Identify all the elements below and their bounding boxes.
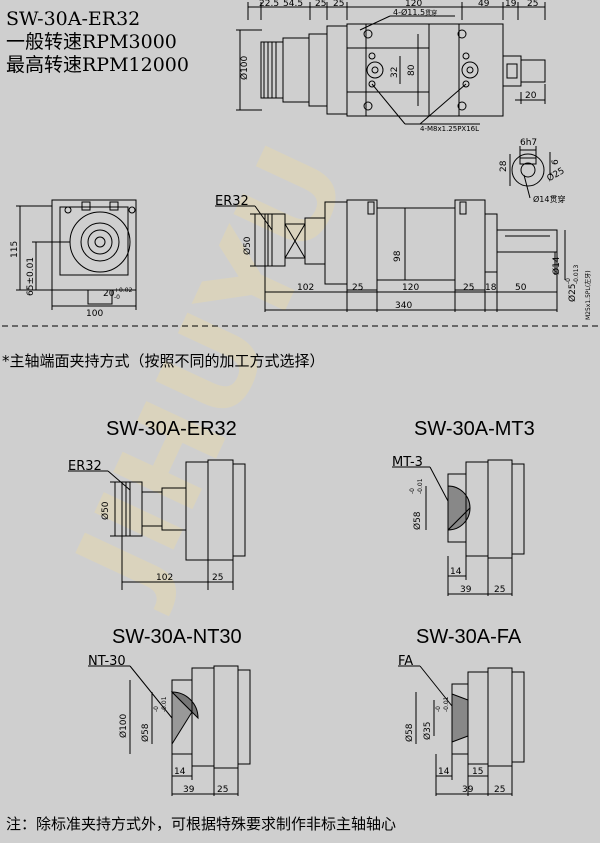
er32-l1: 102	[156, 573, 173, 583]
mt3-l14: 14	[450, 567, 462, 577]
top-dim-25c: 25	[527, 0, 538, 9]
nt30-l14: 14	[174, 767, 186, 777]
header: SW-30A-ER32 一般转速RPM3000 最高转速RPM12000	[6, 8, 189, 77]
nt30-tol-low: -0.01	[161, 696, 168, 712]
variant-title-mt3: SW-30A-MT3	[414, 418, 535, 440]
mt3-tol-up: -0	[409, 488, 416, 494]
section-title: *主轴端面夹持方式（按照不同的加工方式选择）	[2, 352, 325, 370]
fa-l14: 14	[438, 767, 450, 777]
top-view: 22.5 54.5 25 25 120 49 19 25 Ø100	[236, 0, 546, 133]
key-width: 6h7	[520, 138, 537, 148]
nt30-l1: 39	[183, 785, 195, 795]
nt30-label: NT-30	[88, 654, 126, 669]
rated-speed: 一般转速RPM3000	[6, 31, 177, 53]
er32-dia: Ø50	[100, 501, 111, 520]
key-hole: Ø14贯穿	[533, 194, 565, 204]
top-dim-20: 20	[525, 91, 537, 101]
variant-nt30: NT-30 Ø100 Ø58 -0 -0.01 14 39 25	[88, 654, 251, 796]
nt30-l2: 25	[217, 785, 228, 795]
front-w100: 100	[86, 309, 103, 319]
variant-mt3: MT-3 Ø58 -0 -0.01 14 39 25	[392, 455, 525, 596]
side-l18: 18	[485, 283, 497, 293]
hole-note-value: 4-Ø11.5	[393, 7, 425, 17]
fa-l1: 39	[462, 785, 474, 795]
footer-note: 注：除标准夹持方式外，可根据特殊要求制作非标主轴轴心	[6, 815, 397, 833]
variant-fa: FA Ø58 Ø35 -0 -0.01 14 15 39 25	[398, 654, 525, 796]
key-detail: 6h7 28 6 Ø25 Ø14贯穿	[499, 138, 566, 204]
fa-dia58: Ø58	[404, 723, 415, 742]
front-view: 115 65±0.01 20 +0.02 -0 100	[10, 199, 137, 319]
mt3-l2: 25	[494, 585, 505, 595]
side-d25-tol-up: -0	[565, 278, 572, 284]
top-dim-49: 49	[478, 0, 490, 9]
front-tol-up: +0.02	[114, 287, 133, 294]
side-er32: ER32	[215, 194, 249, 209]
key-d28: 28	[499, 160, 509, 172]
thread-note: 4-M8x1.25PX16L	[420, 125, 479, 133]
top-dim-22-5: 22.5	[259, 0, 279, 9]
variant-title-nt30: SW-30A-NT30	[112, 626, 242, 648]
front-w20: 20	[103, 289, 115, 299]
fa-l2: 25	[494, 785, 505, 795]
fa-dia35: Ø35	[422, 721, 433, 740]
top-dim-25a: 25	[315, 0, 326, 9]
side-d25-tol-low: -0.013	[573, 264, 580, 284]
side-l25b: 25	[463, 283, 474, 293]
hole-note-suffix: 贯穿	[425, 9, 437, 17]
side-d25: Ø25	[567, 283, 578, 302]
variant-title-er32: SW-30A-ER32	[106, 418, 237, 440]
front-h115: 115	[10, 241, 20, 258]
side-l25a: 25	[352, 283, 363, 293]
er32-l2: 25	[212, 573, 223, 583]
top-dim-32: 32	[390, 67, 400, 78]
fa-label: FA	[398, 654, 413, 669]
model-title: SW-30A-ER32	[6, 8, 141, 30]
top-dim-80: 80	[407, 64, 417, 76]
side-view: ER32 Ø50 98 Ø14 Ø25 -0 -0.013 M25x1.5PL(…	[215, 194, 592, 320]
side-thread: M25x1.5PL(左牙)	[584, 270, 592, 320]
mt3-tol-low: -0.01	[417, 478, 424, 494]
hole-note: 4-Ø11.5贯穿	[393, 7, 437, 17]
fa-l15: 15	[472, 767, 483, 777]
side-total: 340	[395, 301, 412, 311]
mt3-dia: Ø58	[412, 511, 423, 530]
side-l120: 120	[402, 283, 419, 293]
top-dim-54-5: 54.5	[283, 0, 303, 9]
er32-label: ER32	[68, 459, 102, 474]
side-l50: 50	[515, 283, 527, 293]
nt30-tol-up: -0	[153, 706, 160, 712]
fa-tol-up: -0	[435, 706, 442, 712]
front-tol-low: -0	[114, 294, 120, 301]
nt30-dia100: Ø100	[118, 713, 129, 738]
front-h65: 65±0.01	[26, 257, 36, 296]
max-speed: 最高转速RPM12000	[6, 54, 189, 76]
side-l102: 102	[297, 283, 314, 293]
fa-tol-low: -0.01	[443, 696, 450, 712]
mt3-label: MT-3	[392, 455, 423, 470]
side-d98: 98	[393, 250, 403, 262]
key-d6: 6	[551, 159, 561, 165]
top-dim-25b: 25	[333, 0, 344, 9]
top-dia-100: Ø100	[239, 55, 250, 80]
mt3-l1: 39	[460, 585, 472, 595]
top-dim-19: 19	[505, 0, 517, 9]
variant-title-fa: SW-30A-FA	[416, 626, 522, 648]
top-dim-120: 120	[405, 0, 422, 9]
side-d50: Ø50	[242, 236, 253, 255]
variant-er32: ER32 Ø50 102 25	[68, 459, 246, 590]
nt30-dia58: Ø58	[140, 723, 151, 742]
key-d25: Ø25	[545, 165, 567, 184]
